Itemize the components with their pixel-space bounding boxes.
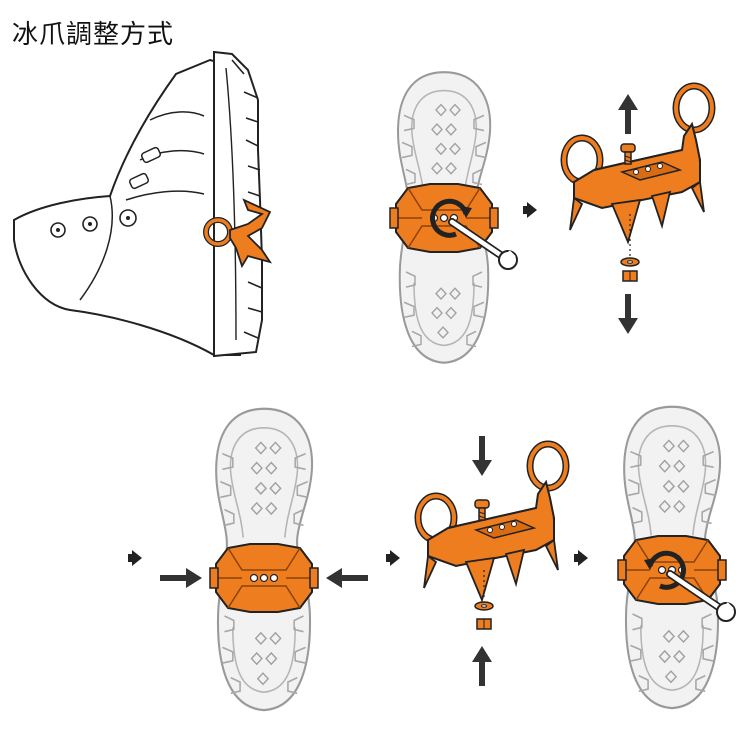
sole-tighten-bolt <box>617 405 735 710</box>
next-step-arrow-icon <box>523 202 537 218</box>
next-step-arrow-icon <box>128 550 142 566</box>
up-arrow-icon <box>618 94 638 134</box>
crampon-exploded-insert <box>418 436 566 686</box>
push-left-arrow-icon <box>326 568 368 588</box>
page-title: 冰爪調整方式 <box>12 20 175 50</box>
next-step-arrow-icon <box>386 550 400 566</box>
boot-side-view <box>13 50 273 358</box>
down-arrow-icon <box>618 294 638 334</box>
push-right-arrow-icon <box>160 568 202 588</box>
sole-loosen-bolt <box>389 71 517 364</box>
down-arrow-icon <box>472 436 492 476</box>
next-step-arrow-icon <box>574 550 588 566</box>
up-arrow-icon <box>472 646 492 686</box>
crampon-exploded-remove <box>564 86 712 334</box>
sole-position-crampon <box>160 407 368 712</box>
